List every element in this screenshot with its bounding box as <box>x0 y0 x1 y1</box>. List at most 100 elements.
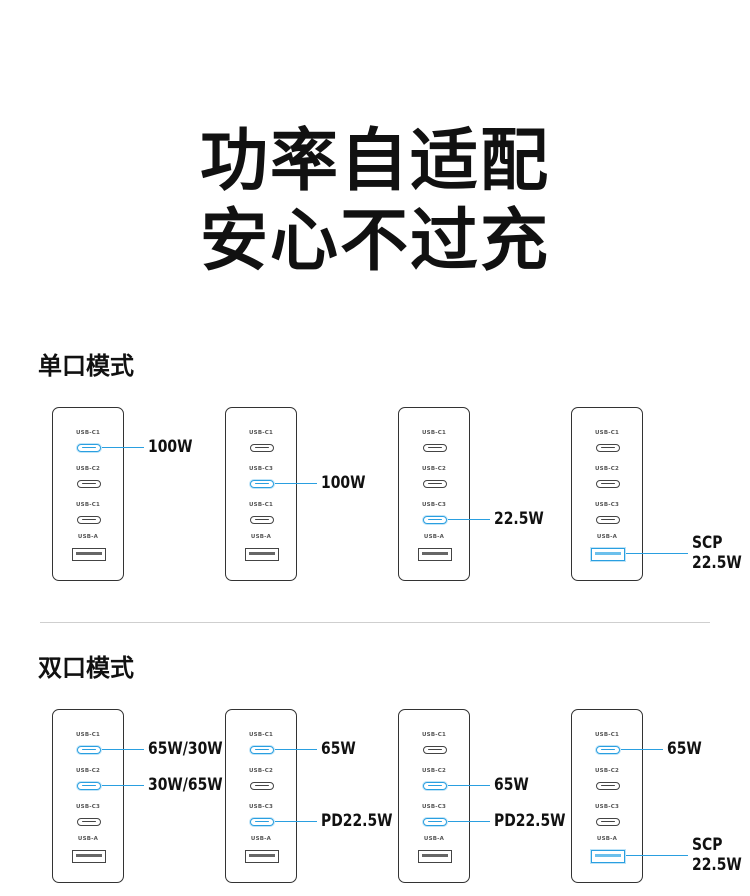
headline-line-2: 安心不过充 <box>199 202 550 281</box>
power-label: 65W <box>321 739 356 759</box>
port-label: USB-C1 <box>595 732 619 738</box>
power-value: 100W <box>148 437 193 457</box>
leader-line <box>275 483 317 485</box>
port-label: USB-C2 <box>249 768 273 774</box>
power-value: 65W <box>667 739 702 759</box>
port-label: USB-C3 <box>422 804 446 810</box>
usb-a-port-icon <box>245 850 279 863</box>
port-label: USB-C2 <box>422 768 446 774</box>
power-value: SCP <box>692 835 723 855</box>
port-label: USB-A <box>77 836 99 842</box>
usb-a-port-icon <box>72 548 106 561</box>
leader-line <box>448 519 490 521</box>
port-label: USB-C3 <box>595 502 619 508</box>
leader-line <box>621 749 663 751</box>
power-value: 100W <box>321 473 366 493</box>
port-label: USB-C3 <box>76 804 100 810</box>
usb-c-port-icon <box>596 746 620 754</box>
port-label: USB-A <box>423 836 445 842</box>
port-label: USB-C1 <box>249 732 273 738</box>
power-label: 65W <box>667 739 702 759</box>
usb-c-port-icon <box>596 444 620 452</box>
power-value: PD22.5W <box>321 811 393 831</box>
leader-line <box>102 447 144 449</box>
leader-line <box>448 821 490 823</box>
port-label: USB-C3 <box>249 466 273 472</box>
power-label: PD22.5W <box>494 811 566 831</box>
port-label: USB-C3 <box>595 804 619 810</box>
port-label: USB-C1 <box>595 430 619 436</box>
leader-line <box>275 821 317 823</box>
usb-c-port-icon <box>77 444 101 452</box>
usb-c-port-icon <box>596 782 620 790</box>
port-label: USB-C2 <box>76 466 100 472</box>
usb-c-port-icon <box>77 516 101 524</box>
power-value: 22.5W <box>692 855 742 875</box>
usb-c-port-icon <box>250 480 274 488</box>
leader-line <box>626 855 688 857</box>
port-label: USB-C1 <box>76 732 100 738</box>
usb-c-port-icon <box>77 782 101 790</box>
port-label: USB-C2 <box>76 768 100 774</box>
power-value: PD22.5W <box>494 811 566 831</box>
port-label: USB-C1 <box>76 430 100 436</box>
usb-c-port-icon <box>250 516 274 524</box>
port-label: USB-A <box>250 836 272 842</box>
port-label: USB-A <box>596 836 618 842</box>
port-label: USB-A <box>423 534 445 540</box>
usb-c-port-icon <box>250 818 274 826</box>
power-value: 22.5W <box>494 509 544 529</box>
usb-c-port-icon <box>250 746 274 754</box>
port-label: USB-C1 <box>422 732 446 738</box>
headline-line-1: 功率自适配 <box>199 122 550 201</box>
usb-c-port-icon <box>423 480 447 488</box>
power-label: 30W/65W <box>148 775 223 795</box>
leader-line <box>102 785 144 787</box>
leader-line <box>275 749 317 751</box>
usb-c-port-icon <box>423 818 447 826</box>
power-value: 30W/65W <box>148 775 223 795</box>
power-label: 100W <box>321 473 365 493</box>
usb-c-port-icon <box>77 746 101 754</box>
usb-a-port-icon <box>245 548 279 561</box>
leader-line <box>626 553 688 555</box>
usb-c-port-icon <box>423 746 447 754</box>
power-label: 65W/30W <box>148 739 223 759</box>
usb-c-port-icon <box>423 516 447 524</box>
usb-c-port-icon <box>250 782 274 790</box>
power-value: 65W <box>494 775 529 795</box>
port-label: USB-A <box>596 534 618 540</box>
power-value: SCP <box>692 533 723 553</box>
power-label: 22.5W <box>494 509 544 529</box>
power-label: 65W <box>494 775 529 795</box>
port-label: USB-C2 <box>595 768 619 774</box>
port-label: USB-C3 <box>249 804 273 810</box>
power-value: 22.5W <box>692 553 742 573</box>
port-label: USB-C1 <box>76 502 100 508</box>
port-label: USB-C2 <box>595 466 619 472</box>
usb-a-port-icon <box>591 850 625 863</box>
section-title-single: 单口模式 <box>38 352 134 380</box>
port-label: USB-C1 <box>249 430 273 436</box>
section-title-dual: 双口模式 <box>38 654 134 682</box>
power-label: 100W <box>148 437 192 457</box>
usb-c-port-icon <box>77 818 101 826</box>
leader-line <box>448 785 490 787</box>
usb-c-port-icon <box>596 480 620 488</box>
port-label: USB-C2 <box>422 466 446 472</box>
usb-a-port-icon <box>72 850 106 863</box>
section-divider <box>40 622 710 623</box>
power-value: 65W/30W <box>148 739 223 759</box>
port-label: USB-C3 <box>422 502 446 508</box>
leader-line <box>102 749 144 751</box>
port-label: USB-C1 <box>422 430 446 436</box>
